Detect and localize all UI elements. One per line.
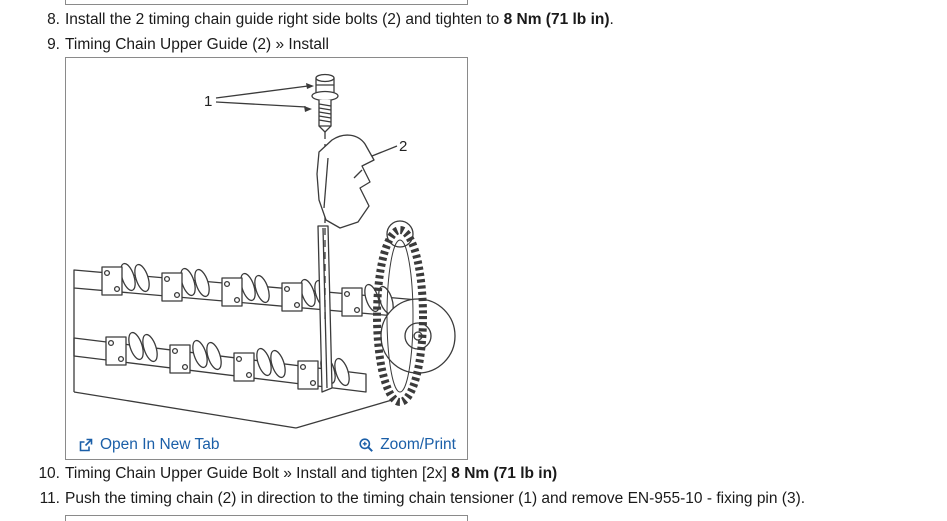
step-text-normal: Timing Chain Upper Guide (2) » Install — [65, 36, 329, 53]
step-11: 11. Push the timing chain (2) in directi… — [36, 489, 805, 509]
step-text-tail: . — [609, 11, 614, 28]
step-10: 10. Timing Chain Upper Guide Bolt » Inst… — [36, 464, 557, 484]
callout-1: 1 — [204, 93, 212, 110]
step-8: 8. Install the 2 timing chain guide righ… — [36, 10, 614, 30]
step-number: 9. — [47, 36, 60, 53]
step-text-normal: Timing Chain Upper Guide Bolt » Install … — [65, 465, 452, 482]
open-in-new-tab-icon — [79, 438, 93, 451]
step-text: Push the timing chain (2) in direction t… — [65, 489, 805, 509]
zoom-print-link[interactable]: Zoom/Print — [358, 436, 456, 454]
step-text-bold: 8 Nm (71 lb in) — [503, 11, 610, 28]
previous-figure-frame-cutoff — [65, 0, 468, 5]
step-text-normal: Install the 2 timing chain guide right s… — [65, 11, 504, 28]
step-number: 11. — [39, 490, 60, 507]
open-in-new-tab-link[interactable]: Open In New Tab — [78, 436, 219, 454]
next-figure-frame-cutoff — [65, 515, 468, 521]
engine-illustration: 1 2 — [66, 58, 467, 430]
step-9: 9. Timing Chain Upper Guide (2) » Instal… — [36, 35, 329, 55]
open-in-new-tab-label: Open In New Tab — [100, 435, 220, 453]
step-text: Install the 2 timing chain guide right s… — [65, 10, 614, 30]
step-number: 10. — [38, 465, 60, 482]
step-text-normal: Push the timing chain (2) in direction t… — [65, 490, 806, 507]
engine-line-art: 1 2 — [73, 73, 456, 429]
figure-toolbar: Open In New Tab Zoom/Print — [66, 430, 467, 459]
step-text-bold: 8 Nm (71 lb in) — [451, 465, 558, 482]
step-text: Timing Chain Upper Guide (2) » Install — [65, 35, 329, 55]
zoom-print-label: Zoom/Print — [380, 435, 456, 453]
step-text: Timing Chain Upper Guide Bolt » Install … — [65, 464, 557, 484]
figure-frame: 1 2 Open In New Tab — [65, 57, 468, 460]
callout-2: 2 — [399, 138, 407, 155]
step-number: 8. — [47, 11, 60, 28]
zoom-icon — [359, 437, 374, 452]
